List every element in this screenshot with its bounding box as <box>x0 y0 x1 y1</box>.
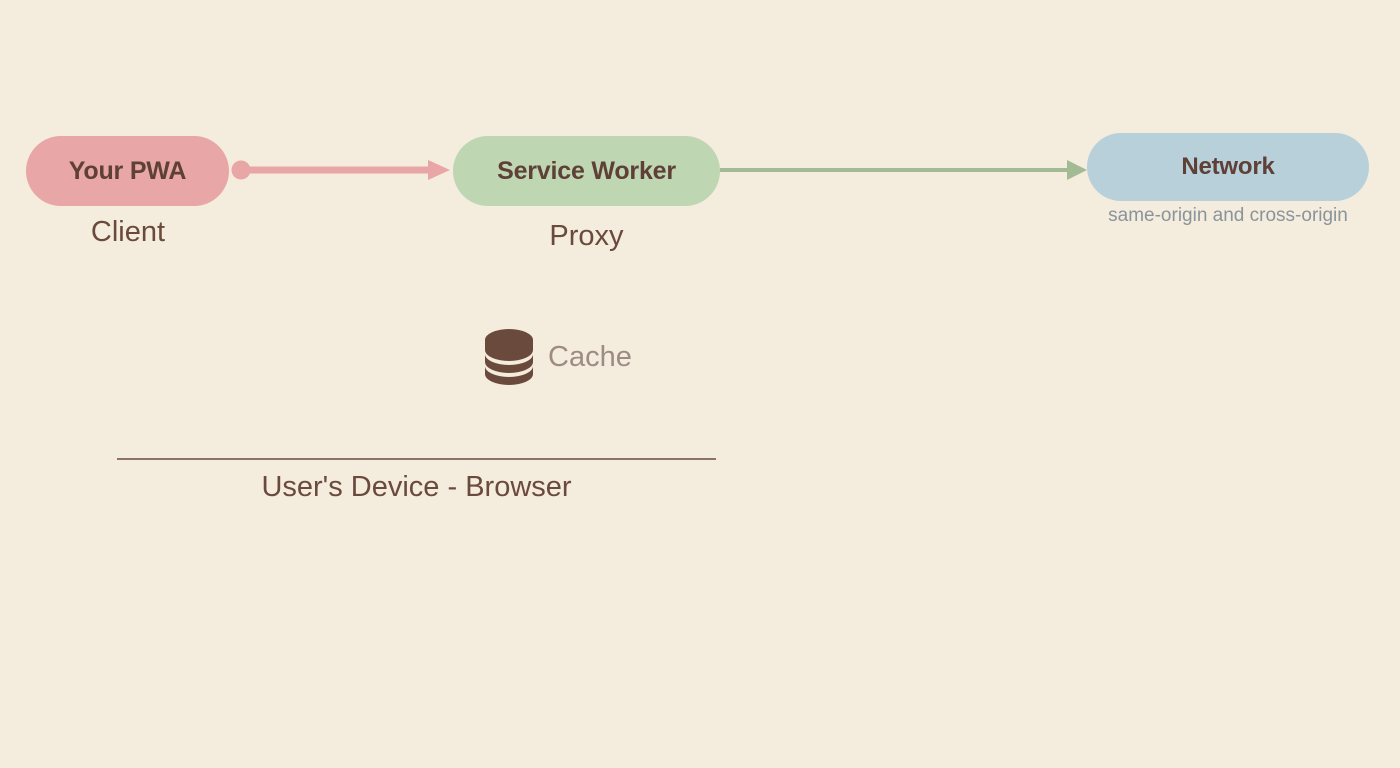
arrowhead-icon <box>1067 160 1087 180</box>
database-icon <box>485 329 533 385</box>
node-network-label: Network <box>1181 153 1275 180</box>
node-service-worker[interactable]: Service Worker <box>453 136 720 206</box>
device-boundary-label: User's Device - Browser <box>261 471 572 503</box>
device-boundary-line <box>117 458 716 460</box>
node-service-worker-label: Service Worker <box>497 156 676 185</box>
node-network-caption: same-origin and cross-origin <box>1108 205 1348 226</box>
edge-pwa-to-service-worker <box>231 160 450 180</box>
node-your-pwa-label: Your PWA <box>68 156 187 185</box>
node-network[interactable]: Network <box>1087 133 1369 201</box>
cache-label: Cache <box>548 340 632 373</box>
edge-service-worker-to-network <box>720 160 1087 180</box>
arrowhead-icon <box>428 160 450 180</box>
node-service-worker-caption: Proxy <box>549 220 624 252</box>
node-your-pwa[interactable]: Your PWA <box>26 136 229 206</box>
node-your-pwa-caption: Client <box>90 216 166 248</box>
cache-group[interactable]: Cache <box>484 328 632 386</box>
